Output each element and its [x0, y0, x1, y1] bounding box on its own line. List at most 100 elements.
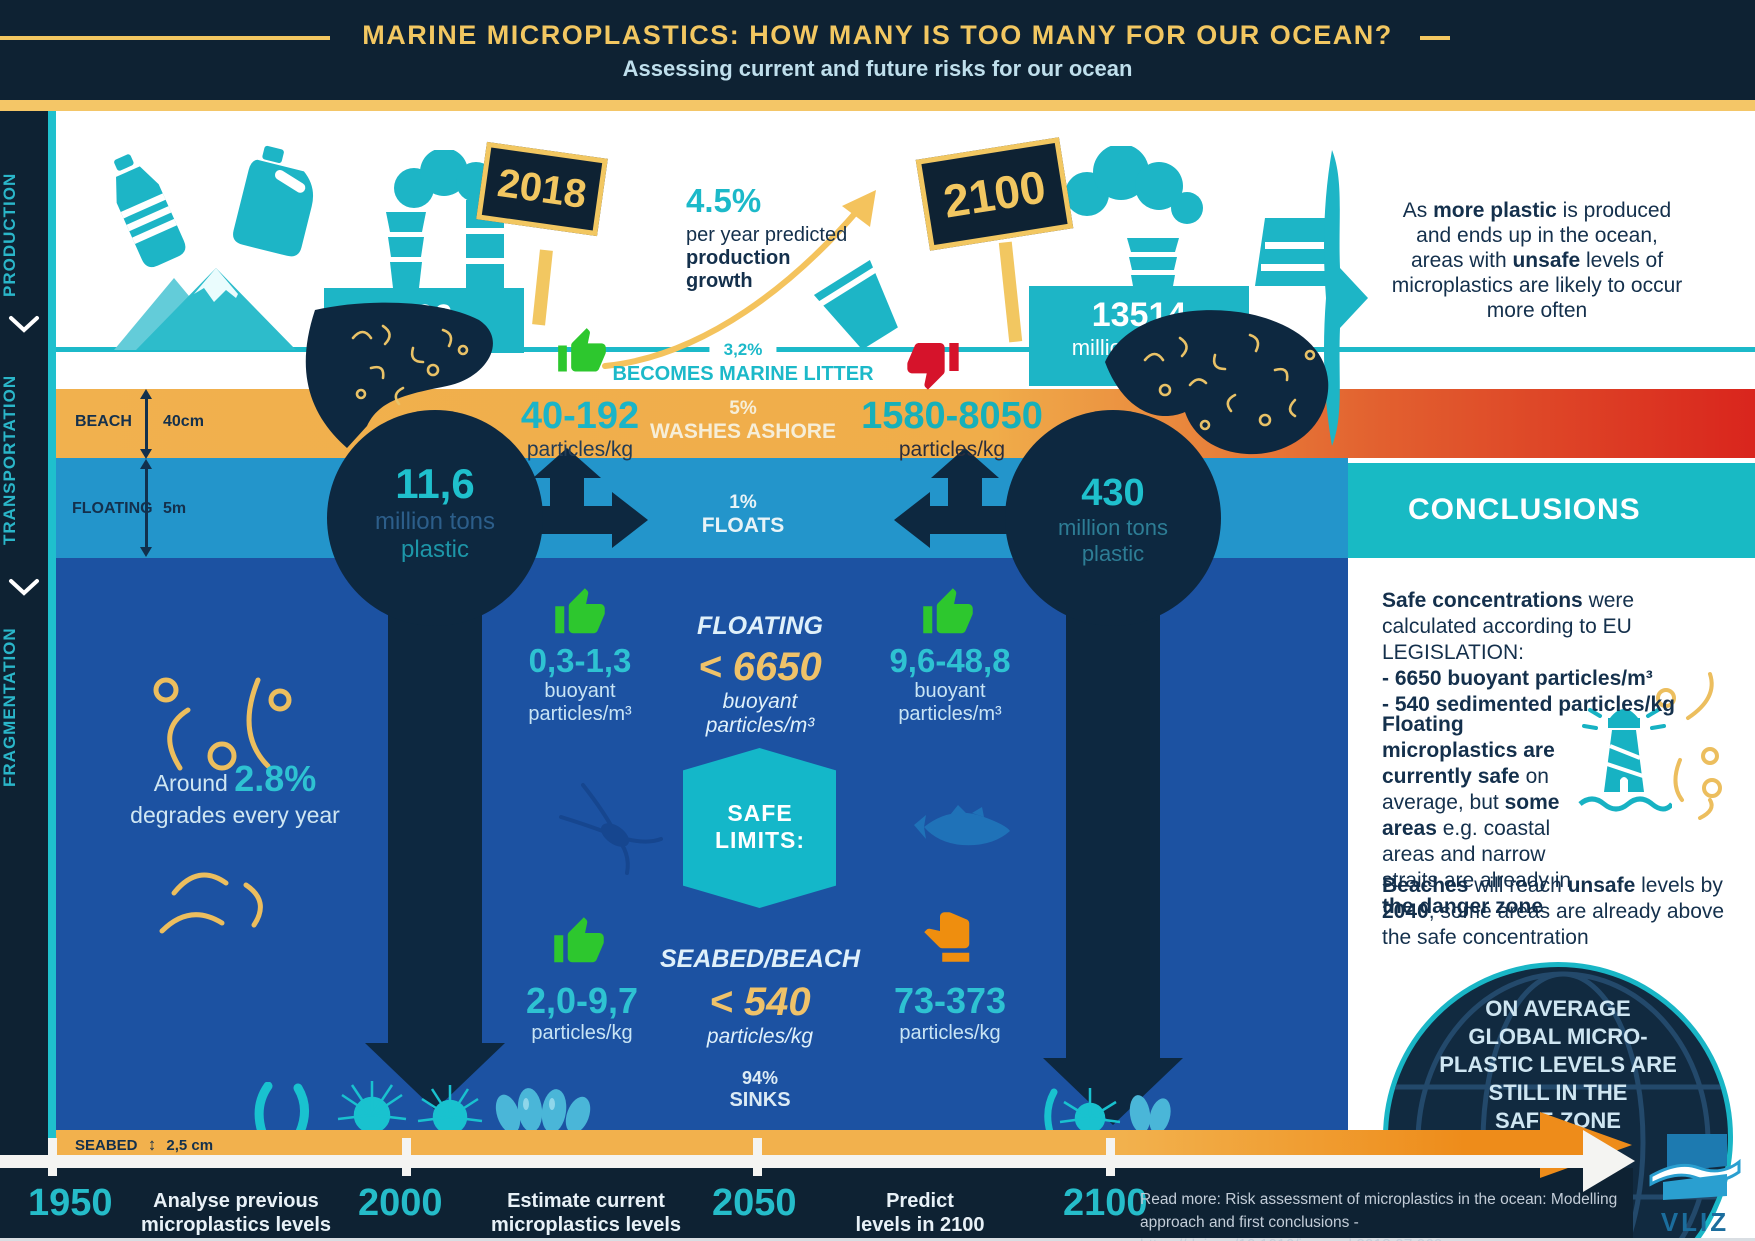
- title-rule-right: [1420, 36, 1450, 40]
- washes-ashore-note: 5% WASHES ASHORE: [650, 398, 836, 444]
- waste-stream-right: [1105, 310, 1329, 455]
- p1-bold: Safe concentrations: [1382, 589, 1583, 612]
- gold-squiggle-decoration: [1673, 747, 1722, 820]
- sidebar-stage-fragmentation: FRAGMENTATION: [0, 627, 19, 788]
- seabed-now-block: 2,0-9,7 particles/kg: [526, 980, 638, 1045]
- float-now-block: 0,3-1,3 buoyant particles/m³: [528, 642, 631, 726]
- arrow-right-icon: [612, 492, 648, 548]
- label-line: microplastics levels: [490, 1214, 682, 1236]
- mass-2018-unit1: million tons: [374, 508, 496, 535]
- timeline-label-analyse: Analyse previous microplastics levels: [141, 1189, 331, 1237]
- sink-arrow-left: [388, 600, 482, 1045]
- header-banner: [0, 0, 1755, 100]
- sign-2018: 2018: [476, 141, 608, 237]
- production-side-note: As more plastic is produced and ends up …: [1387, 198, 1687, 323]
- float-limit-unit1: buoyant: [722, 690, 798, 713]
- label-line: Estimate current: [507, 1190, 665, 1212]
- float-future-value: 9,6-48,8: [889, 642, 1011, 679]
- vliz-flag-icon: [1649, 1134, 1741, 1200]
- safe-limits-line2: LIMITS:: [714, 827, 806, 853]
- seabed-depth-value: 2,5 cm: [166, 1137, 214, 1154]
- float-limit-block: FLOATING < 6650 buoyant particles/m³: [697, 612, 823, 738]
- globe-line: GLOBAL MICRO-: [1468, 1024, 1648, 1049]
- sea-urchin-icon: [337, 1081, 483, 1135]
- chevron-down-icon: [9, 579, 39, 596]
- conclusion-paragraph-2: Floating microplastics are currently saf…: [1382, 712, 1604, 920]
- timeline-tick-2050: [753, 1138, 762, 1176]
- chevron-down-icon: [9, 316, 39, 333]
- floating-future-mass: 430 million tons plastic: [1058, 472, 1168, 567]
- thumbs-sideways-icon: [924, 912, 970, 962]
- lighthouse-icon: [1578, 708, 1672, 812]
- sidebar-stage-transportation: TRANSPORTATION: [0, 374, 19, 546]
- marine-litter-note: 3,2% BECOMES MARINE LITTER: [612, 340, 874, 386]
- fragment-squiggles: [159, 872, 263, 934]
- plastic-mass-2018-circle: [327, 410, 543, 626]
- mass-2018-unit2: plastic: [400, 536, 470, 563]
- litter-label: BECOMES MARINE LITTER: [612, 363, 874, 385]
- timeline-tick-1950: [48, 1138, 57, 1176]
- seabed-future-value: 73-373: [893, 980, 1007, 1021]
- mass-2100-value: 430: [1081, 472, 1145, 514]
- floats-label: FLOATS: [701, 514, 785, 537]
- growth-pct: 4.5%: [686, 182, 762, 219]
- float-now-unit2: particles/m³: [528, 703, 632, 725]
- conclusions-title: CONCLUSIONS: [1408, 493, 1641, 526]
- globe-line: ON AVERAGE: [1485, 996, 1631, 1021]
- degrade-pct: 2.8%: [234, 758, 317, 799]
- mountain-icon: [114, 268, 296, 350]
- float-limit-value: < 6650: [698, 645, 822, 689]
- thumbs-down-icon: [907, 343, 959, 390]
- plastic-cup-icon: [813, 259, 898, 350]
- fish-icon: [914, 805, 1010, 846]
- thumbs-up-icon: [555, 588, 605, 634]
- growth-line3: growth: [686, 270, 753, 292]
- label-line: levels in 2100: [855, 1214, 985, 1236]
- float-future-unit1: buoyant: [914, 680, 986, 702]
- p2-text1: on average, but: [1382, 765, 1549, 814]
- sinks-pct: 94%: [741, 1068, 779, 1088]
- waste-stream-left: [305, 302, 493, 448]
- teal-arrow-decoration: [1324, 150, 1368, 446]
- vliz-logo: VLIZ: [1640, 1132, 1750, 1238]
- seabed-now-value: 2,0-9,7: [525, 980, 639, 1021]
- ashore-label: WASHES ASHORE: [650, 420, 836, 443]
- float-limit-unit2: particles/m³: [705, 714, 815, 737]
- p3-bold2: unsafe: [1567, 874, 1636, 897]
- page-subtitle: Assessing current and future risks for o…: [622, 56, 1133, 81]
- floats-note: 1% FLOATS: [702, 492, 784, 538]
- tusk-shell-icon: [254, 1082, 309, 1134]
- vliz-wordmark: VLIZ: [1660, 1207, 1730, 1237]
- globe-line: STILL IN THE: [1488, 1080, 1628, 1105]
- reference-line: Read more: Risk assessment of microplast…: [1140, 1191, 1618, 1208]
- safe-limits-line1: SAFE: [727, 800, 793, 826]
- float-future-unit2: particles/m³: [898, 703, 1002, 725]
- sinks-note: 94% SINKS: [729, 1068, 790, 1112]
- p3-text3: , some areas are already above the safe …: [1382, 900, 1725, 949]
- beach-future-value: 1580-8050: [861, 395, 1043, 437]
- timeline-bar: [0, 1155, 1583, 1168]
- safe-limits-label: SAFE LIMITS:: [715, 800, 805, 854]
- plastic-bottle-icon: [114, 154, 186, 268]
- note-seg-bold: unsafe: [1512, 249, 1581, 272]
- sea-surface-line: [48, 347, 1755, 352]
- beach-depth-value: 40cm: [163, 413, 204, 430]
- mussels-icon: [495, 1088, 591, 1134]
- p2-bold2: some areas: [1382, 791, 1560, 840]
- timeline-axis: [48, 111, 56, 1155]
- ashore-pct: 5%: [729, 398, 757, 419]
- beach-now-unit: particles/kg: [526, 438, 634, 461]
- timeline-tick-2100: [1106, 1138, 1115, 1176]
- seabed-limit-title: SEABED/BEACH: [659, 945, 861, 973]
- safe-limits-hexagon: [683, 748, 836, 908]
- conclusion-paragraph-3: Beaches will reach unsafe levels by 2040…: [1382, 873, 1732, 951]
- p3-bold3: 2040: [1382, 900, 1429, 923]
- growth-arrow-icon: [602, 190, 876, 369]
- conclusions-banner: [1348, 463, 1755, 558]
- conclusion-paragraph-1: Safe concentrations were calculated acco…: [1382, 588, 1727, 718]
- timeline-year-2050: 2050: [712, 1182, 797, 1224]
- reference-line: approach and first conclusions - https:/…: [1140, 1214, 1443, 1241]
- read-more-reference[interactable]: Read more: Risk assessment of microplast…: [1140, 1188, 1620, 1241]
- bottom-edge: [0, 1238, 1755, 1241]
